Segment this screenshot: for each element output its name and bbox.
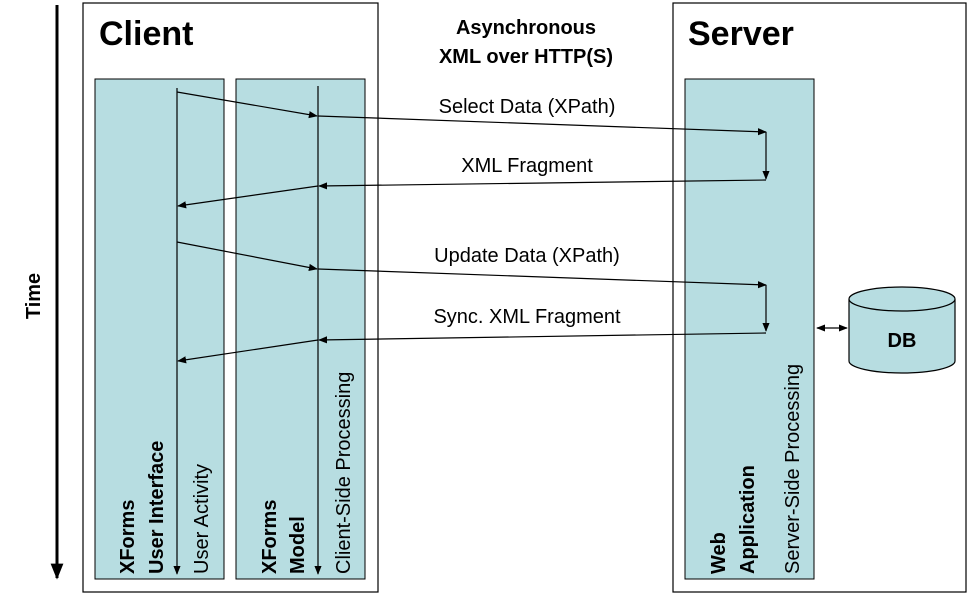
web-app-lane — [684, 78, 815, 580]
select-data-label: Select Data (XPath) — [439, 96, 616, 118]
db-label: DB — [888, 330, 917, 352]
fragment-arrow-server-to-model — [318, 179, 767, 190]
time-label: Time — [23, 273, 45, 319]
web-lane-activity: Server-Side Processing — [782, 364, 804, 574]
ui-lane-title-line1: XForms — [117, 500, 139, 574]
sync-fragment-label: Sync. XML Fragment — [433, 306, 621, 328]
update-arrow-ui-to-model — [176, 241, 318, 272]
select-arrow-model-to-server — [317, 115, 767, 136]
model-lane-activity: Client-Side Processing — [333, 372, 355, 574]
xml-fragment-label: XML Fragment — [461, 155, 593, 177]
web-lane-title-line2: Application — [737, 465, 759, 574]
ui-lane — [94, 78, 225, 580]
model-lane-title-line2: Model — [287, 516, 309, 574]
web-lane-title-line1: Web — [708, 532, 730, 574]
client-title: Client — [99, 15, 193, 53]
model-lane — [235, 78, 366, 580]
update-data-label: Update Data (XPath) — [434, 245, 620, 267]
sync-arrow-server-to-model — [318, 332, 767, 344]
ui-lane-title-line2: User Interface — [146, 441, 168, 574]
update-arrow-model-to-server — [317, 268, 767, 289]
server-title: Server — [688, 15, 794, 53]
ui-lane-activity: User Activity — [191, 464, 213, 574]
model-lane-title-line1: XForms — [259, 500, 281, 574]
fragment-arrow-model-to-ui — [177, 185, 319, 209]
db-cylinder — [848, 286, 956, 374]
sync-arrow-model-to-ui — [177, 339, 319, 364]
channel-header-line2: XML over HTTP(S) — [439, 46, 613, 68]
select-arrow-ui-to-model — [176, 91, 318, 119]
channel-header-line1: Asynchronous — [456, 17, 596, 39]
